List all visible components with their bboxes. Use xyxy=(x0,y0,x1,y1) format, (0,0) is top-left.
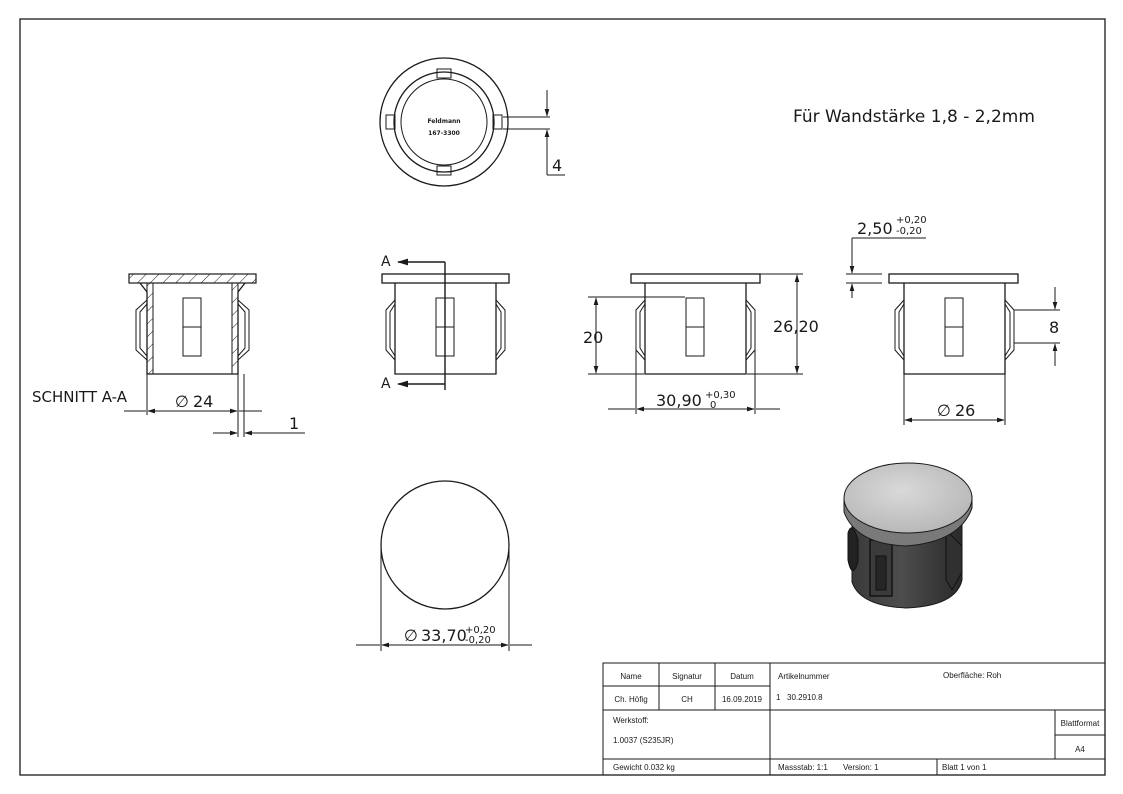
dim-section-diameter: 24 xyxy=(193,392,213,411)
dim-head-diameter: 33,70 xyxy=(421,626,467,645)
emboss-brand: Feldmann xyxy=(427,118,460,125)
tb-blatt: Blatt 1 von 1 xyxy=(942,763,987,772)
tb-datum: 16.09.2019 xyxy=(722,695,763,704)
tol-width-lower: 0 xyxy=(710,400,716,411)
tol-head-diameter-upper: +0,20 xyxy=(465,625,496,636)
tol-width-upper: +0,30 xyxy=(705,390,736,401)
dim-slot-width: 4 xyxy=(552,156,562,175)
tb-artikel-number: 30.2910.8 xyxy=(787,693,823,702)
section-label: SCHNITT A-A xyxy=(32,388,128,406)
isometric-render xyxy=(843,462,973,609)
dim-section-diameter-symbol: ∅ xyxy=(175,392,189,411)
tb-artikel-prefix: 1 xyxy=(776,693,781,702)
dim-body-diameter: 26 xyxy=(955,401,975,420)
top-view: Feldmann 167-3300 4 xyxy=(379,57,565,187)
tol-head-lower: -0,20 xyxy=(896,226,922,237)
tb-oberflaeche: Oberfläche: Roh xyxy=(943,671,1001,680)
detail-view: 2,50 +0,20 -0,20 8 ∅ 26 xyxy=(846,215,1060,425)
tb-gewicht: Gewicht 0.032 kg xyxy=(613,763,675,772)
tb-header-name: Name xyxy=(620,672,642,681)
tb-massstab: Massstab: 1:1 xyxy=(778,763,828,772)
tol-head-upper: +0,20 xyxy=(896,215,927,226)
tb-header-signatur: Signatur xyxy=(672,672,702,681)
tb-werkstoff-label: Werkstoff: xyxy=(613,716,649,725)
tb-name: Ch. Höfig xyxy=(614,695,647,704)
title-block: Name Signatur Datum Ch. Höfig CH 16.09.2… xyxy=(602,662,1106,776)
section-view: ∅ 24 1 SCHNITT A-A xyxy=(32,273,305,437)
section-mark-bottom: A xyxy=(381,376,391,392)
dim-head-thickness: 2,50 xyxy=(857,219,893,238)
tb-version: Version: 1 xyxy=(843,763,879,772)
dim-head-diameter-symbol: ∅ xyxy=(404,626,418,645)
wall-thickness-note: Für Wandstärke 1,8 - 2,2mm xyxy=(793,107,1035,127)
dim-slot-height: 8 xyxy=(1049,318,1059,337)
dim-wall-thickness: 1 xyxy=(289,414,299,433)
dim-body-height: 20 xyxy=(583,328,603,347)
tb-werkstoff: 1.0037 (S235JR) xyxy=(613,736,674,745)
bottom-view: ∅ 33,70 +0,20 -0,20 xyxy=(356,480,532,651)
section-mark-top: A xyxy=(381,254,391,270)
tb-artikel-label: Artikelnummer xyxy=(778,672,830,681)
tb-header-datum: Datum xyxy=(730,672,754,681)
side-view: 20 26,20 30,90 +0,30 0 xyxy=(583,273,819,414)
dim-body-diameter-symbol: ∅ xyxy=(937,401,951,420)
dim-width: 30,90 xyxy=(656,391,702,410)
tol-head-diameter-lower: -0,20 xyxy=(465,635,491,646)
emboss-number: 167-3300 xyxy=(428,130,460,137)
tb-signatur: CH xyxy=(681,695,693,704)
tb-blattformat: A4 xyxy=(1075,745,1085,754)
sheet-border xyxy=(19,18,1106,776)
front-view: A A xyxy=(381,254,510,392)
tb-blattformat-label: Blattformat xyxy=(1061,719,1100,728)
dim-total-height: 26,20 xyxy=(773,317,819,336)
